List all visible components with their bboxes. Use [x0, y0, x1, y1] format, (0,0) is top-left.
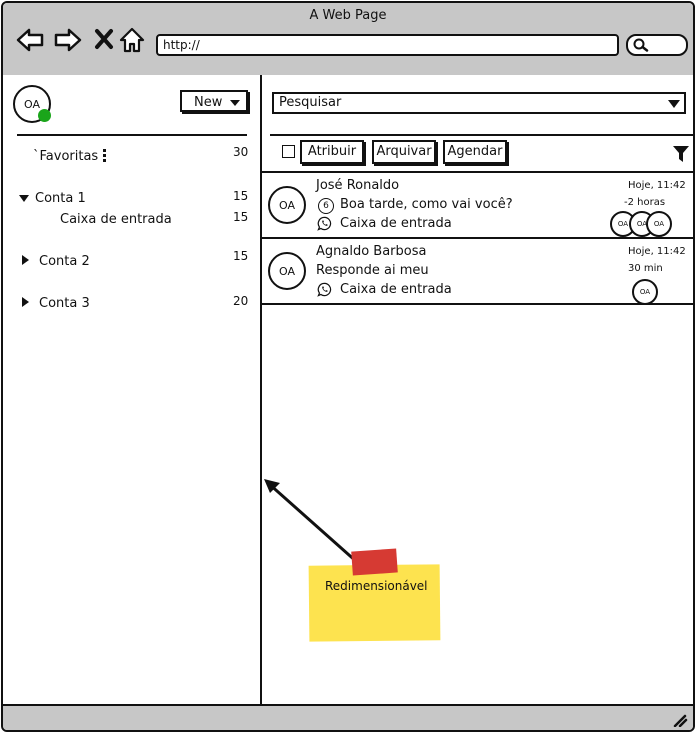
filter-icon[interactable] — [672, 145, 690, 163]
assignee-avatar: OA — [632, 279, 658, 305]
resize-arrow-annotation — [264, 479, 360, 565]
avatar[interactable]: OA — [13, 85, 51, 123]
unread-badge: 6 — [318, 198, 334, 214]
search-icon — [633, 38, 649, 52]
sidebar-count-conta-2: 15 — [233, 249, 249, 263]
sticky-note-tape — [351, 548, 398, 576]
sender-name: José Ronaldo — [316, 178, 400, 193]
sender-name: Agnaldo Barbosa — [316, 244, 427, 259]
search-dropdown[interactable]: Pesquisar — [272, 92, 686, 114]
sidebar-count-favoritas: 30 — [233, 145, 249, 159]
more-options-icon[interactable] — [103, 149, 106, 163]
sticky-note-text: Redimensionável — [325, 579, 428, 593]
chevron-down-icon — [230, 100, 240, 106]
timestamp: Hoje, 11:42 — [628, 246, 686, 257]
url-field[interactable]: http:// — [156, 34, 619, 56]
online-status-dot — [38, 109, 51, 122]
channel-label: Caixa de entrada — [340, 216, 452, 231]
new-button[interactable]: New — [180, 90, 248, 112]
sidebar-item-favoritas[interactable]: `Favoritas — [33, 149, 99, 164]
window-title: A Web Page — [309, 8, 387, 23]
status-bar — [3, 704, 693, 730]
browser-search-field[interactable] — [626, 34, 688, 56]
schedule-button[interactable]: Agendar — [443, 140, 507, 164]
message-preview: Boa tarde, como vai você? — [340, 197, 513, 212]
message-preview: Responde ai meu — [316, 263, 429, 278]
select-all-checkbox[interactable] — [282, 145, 295, 158]
whatsapp-icon — [317, 282, 332, 297]
sidebar-item-caixa-de-entrada[interactable]: Caixa de entrada — [60, 212, 172, 227]
sidebar-count-conta-1: 15 — [233, 189, 249, 203]
sidebar-count-caixa-de-entrada: 15 — [233, 210, 249, 224]
whatsapp-icon — [317, 216, 332, 231]
browser-toolbar: A Web Page http:// — [3, 3, 693, 77]
expand-down-icon[interactable] — [19, 195, 29, 202]
sidebar-item-conta-1[interactable]: Conta 1 — [35, 191, 86, 206]
avatar: OA — [268, 186, 306, 224]
chevron-down-icon — [668, 100, 680, 108]
divider — [17, 134, 247, 136]
conversation-row[interactable]: OA Agnaldo Barbosa Responde ai meu Caixa… — [262, 237, 693, 305]
avatar: OA — [268, 252, 306, 290]
sidebar-item-conta-2[interactable]: Conta 2 — [39, 254, 90, 269]
sidebar: OA New `Favoritas 30 Conta 1 15 Caixa de… — [3, 75, 262, 708]
stop-icon[interactable] — [91, 25, 121, 55]
sidebar-count-conta-3: 20 — [233, 294, 249, 308]
sticky-note — [308, 564, 441, 642]
home-icon[interactable] — [117, 25, 147, 55]
back-icon[interactable] — [15, 25, 45, 55]
archive-button[interactable]: Arquivar — [372, 140, 436, 164]
new-button-label: New — [194, 95, 223, 110]
divider — [270, 134, 693, 136]
conversation-row[interactable]: OA José Ronaldo 6 Boa tarde, como vai vo… — [262, 171, 693, 239]
assign-button[interactable]: Atribuir — [300, 140, 364, 164]
inbox-pane: Pesquisar Atribuir Arquivar Agendar OA J… — [262, 75, 693, 708]
relative-time: -2 horas — [624, 197, 666, 208]
expand-right-icon[interactable] — [22, 255, 29, 265]
timestamp: Hoje, 11:42 — [628, 180, 686, 191]
expand-right-icon[interactable] — [22, 297, 29, 307]
resize-grip-icon[interactable] — [672, 713, 688, 727]
relative-time: 30 min — [628, 263, 663, 274]
search-dropdown-label: Pesquisar — [279, 95, 342, 110]
channel-label: Caixa de entrada — [340, 282, 452, 297]
sidebar-item-conta-3[interactable]: Conta 3 — [39, 296, 90, 311]
assignee-avatar: OA — [646, 211, 672, 237]
forward-icon[interactable] — [53, 25, 83, 55]
